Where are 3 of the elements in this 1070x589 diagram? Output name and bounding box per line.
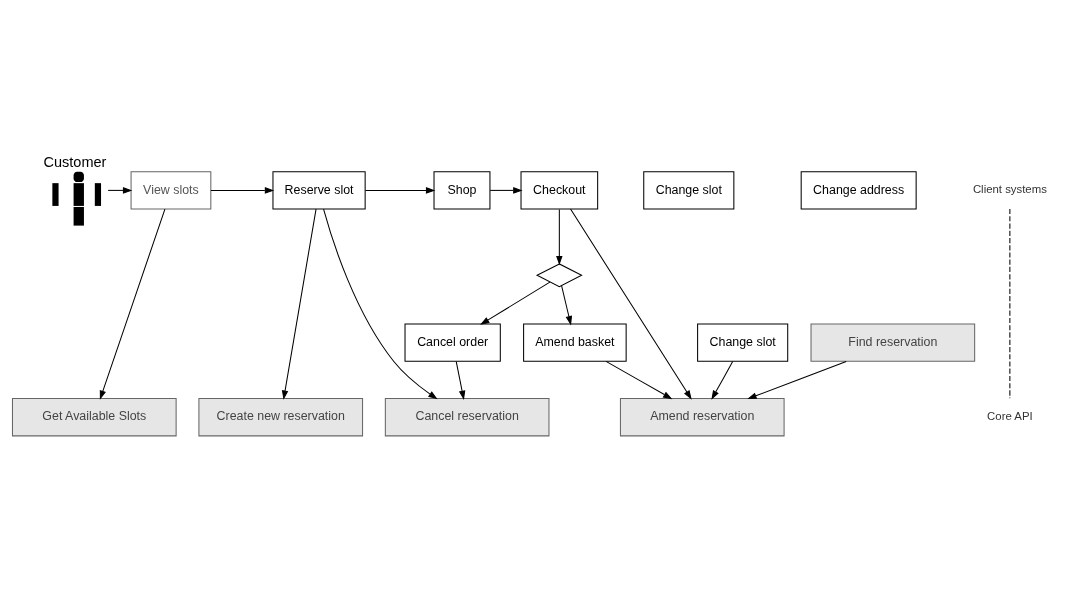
label: Client systems <box>972 182 1047 195</box>
label: Core API <box>987 409 1033 422</box>
node-label: Customer <box>43 153 107 170</box>
